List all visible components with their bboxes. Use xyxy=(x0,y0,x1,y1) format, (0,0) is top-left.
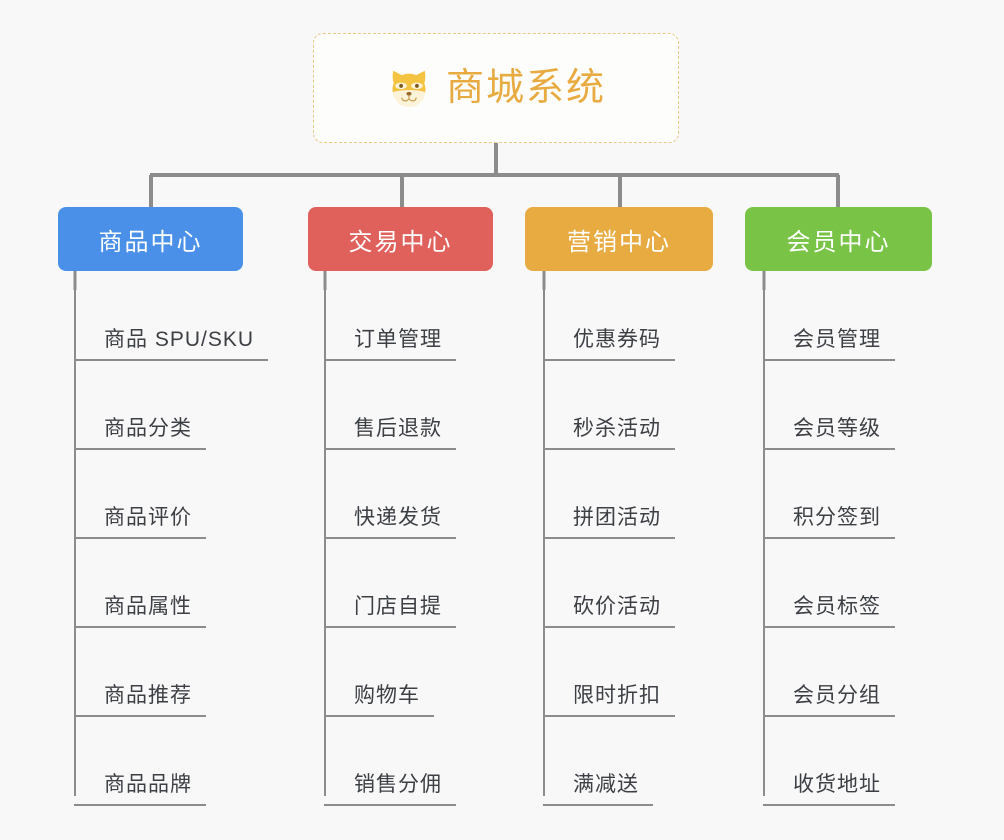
leaf-item[interactable]: 会员分组 xyxy=(763,628,895,717)
leaf-item-label: 商品属性 xyxy=(74,596,206,628)
dog-face-icon xyxy=(392,70,426,107)
leaf-item[interactable]: 商品属性 xyxy=(74,539,268,628)
leaf-item[interactable]: 限时折扣 xyxy=(543,628,675,717)
root-title: 商城系统 xyxy=(445,67,606,109)
leaf-item-label: 会员等级 xyxy=(763,418,895,450)
leaf-item[interactable]: 秒杀活动 xyxy=(543,361,675,450)
leaf-item[interactable]: 商品推荐 xyxy=(74,628,268,717)
leaf-item[interactable]: 积分签到 xyxy=(763,450,895,539)
leaf-item-label: 会员标签 xyxy=(763,596,895,628)
leaf-item[interactable]: 满减送 xyxy=(543,717,675,806)
leaf-item[interactable]: 优惠券码 xyxy=(543,272,675,361)
branch-label: 会员中心 xyxy=(786,228,891,256)
leaf-item-label: 满减送 xyxy=(543,774,653,806)
branch-label: 交易中心 xyxy=(348,228,453,256)
leaf-item-label: 砍价活动 xyxy=(543,596,675,628)
leaf-item[interactable]: 会员管理 xyxy=(763,272,895,361)
leaf-item-label: 销售分佣 xyxy=(324,774,456,806)
leaf-item[interactable]: 拼团活动 xyxy=(543,450,675,539)
leaf-item-label: 售后退款 xyxy=(324,418,456,450)
root-node[interactable]: 商城系统 xyxy=(313,33,679,143)
branch-box-2[interactable]: 交易中心 xyxy=(308,207,493,271)
leaf-item[interactable]: 商品评价 xyxy=(74,450,268,539)
branch-box-1[interactable]: 商品中心 xyxy=(58,207,243,271)
branch-label: 营销中心 xyxy=(567,228,671,256)
leaf-item[interactable]: 收货地址 xyxy=(763,717,895,806)
branch-label: 商品中心 xyxy=(98,228,203,256)
branch-box-3[interactable]: 营销中心 xyxy=(525,207,713,271)
leaf-item[interactable]: 会员标签 xyxy=(763,539,895,628)
leaf-item-label: 拼团活动 xyxy=(543,507,675,539)
leaf-item-label: 商品分类 xyxy=(74,418,206,450)
leaf-item[interactable]: 销售分佣 xyxy=(324,717,456,806)
leaf-item[interactable]: 商品分类 xyxy=(74,361,268,450)
leaf-item-label: 限时折扣 xyxy=(543,685,675,717)
leaf-item-label: 快递发货 xyxy=(324,507,456,539)
leaf-item[interactable]: 快递发货 xyxy=(324,450,456,539)
leaf-item-label: 商品评价 xyxy=(74,507,206,539)
branch-box-4[interactable]: 会员中心 xyxy=(745,207,932,271)
leaf-column-3: 优惠券码秒杀活动拼团活动砍价活动限时折扣满减送 xyxy=(543,272,675,806)
leaf-item-label: 会员管理 xyxy=(763,329,895,361)
leaf-item[interactable]: 门店自提 xyxy=(324,539,456,628)
leaf-item[interactable]: 商品 SPU/SKU xyxy=(74,272,269,361)
leaf-item-label: 会员分组 xyxy=(763,685,895,717)
leaf-item[interactable]: 购物车 xyxy=(324,628,456,717)
leaf-item[interactable]: 会员等级 xyxy=(763,361,895,450)
leaf-item[interactable]: 商品品牌 xyxy=(74,717,268,806)
leaf-item[interactable]: 砍价活动 xyxy=(543,539,675,628)
leaf-column-1: 商品 SPU/SKU 商品分类商品评价商品属性商品推荐商品品牌 xyxy=(74,272,269,806)
leaf-item-label: 收货地址 xyxy=(763,774,895,806)
leaf-item-label: 优惠券码 xyxy=(543,329,675,361)
leaf-item[interactable]: 订单管理 xyxy=(324,272,456,361)
leaf-item-label: 秒杀活动 xyxy=(543,418,675,450)
leaf-column-2: 订单管理售后退款快递发货门店自提购物车销售分佣 xyxy=(324,272,456,806)
leaf-item-label: 商品 SPU/SKU xyxy=(74,329,269,361)
leaf-column-4: 会员管理会员等级积分签到会员标签会员分组收货地址 xyxy=(763,272,895,806)
leaf-item-label: 积分签到 xyxy=(763,507,895,539)
leaf-item-label: 商品品牌 xyxy=(74,774,206,806)
leaf-item[interactable]: 售后退款 xyxy=(324,361,456,450)
leaf-item-label: 购物车 xyxy=(324,685,434,717)
leaf-item-label: 门店自提 xyxy=(324,596,456,628)
leaf-item-label: 商品推荐 xyxy=(74,685,206,717)
leaf-item-label: 订单管理 xyxy=(324,329,456,361)
